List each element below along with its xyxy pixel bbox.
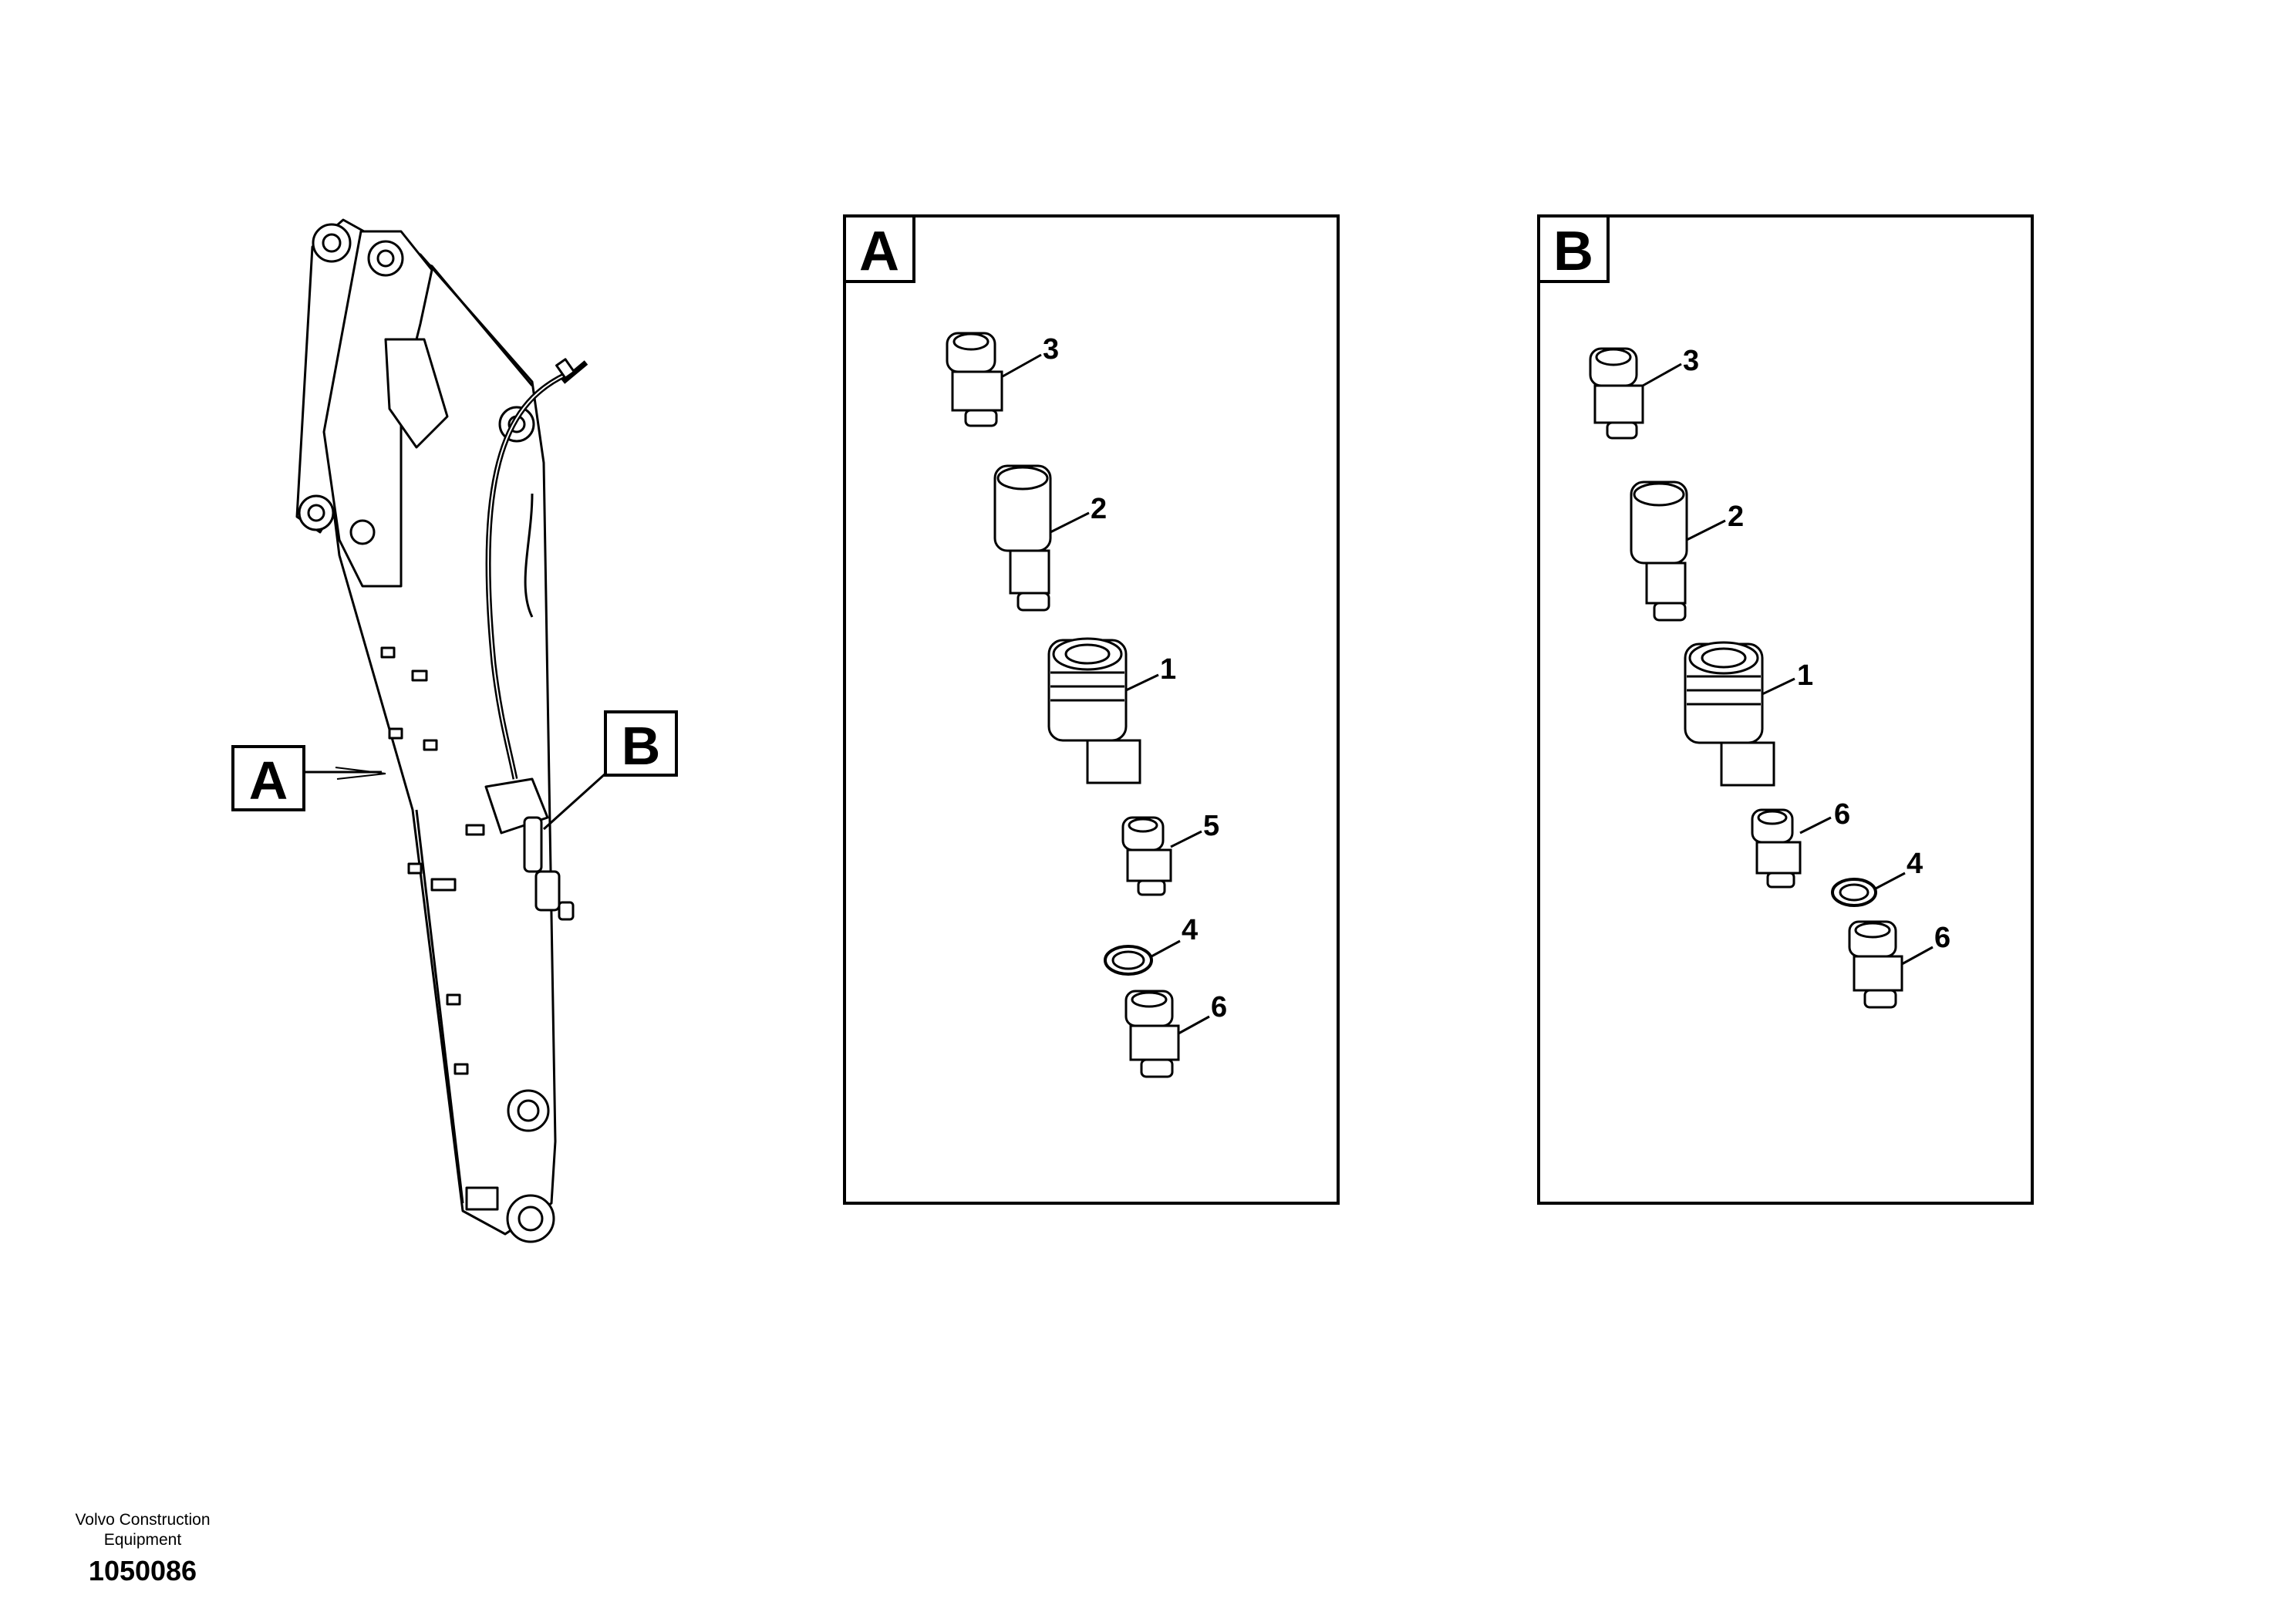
union-nipple-icon [1589, 347, 1644, 440]
part-number: 4 [1182, 914, 1198, 946]
company-name: Volvo Construction Equipment [31, 1510, 255, 1550]
drawing-number: 1050086 [88, 1555, 197, 1587]
part-number: 6 [1211, 991, 1227, 1023]
part-number: 6 [1934, 922, 1950, 954]
detail-box-b: B [1537, 214, 2034, 1205]
part-number: 1 [1797, 659, 1813, 692]
detail-box-a-leaders [1002, 353, 1210, 1035]
union-nipple-icon [946, 332, 1003, 427]
excavator-arm-drawing [295, 218, 588, 1243]
detail-box-a-letter: A [859, 221, 899, 282]
quick-coupling-icon [1684, 641, 1775, 787]
part-number: 2 [1728, 501, 1744, 533]
detail-box-b-letter: B [1553, 221, 1593, 282]
part-number: 4 [1907, 848, 1923, 880]
union-nipple-icon [1121, 816, 1172, 896]
company-name-line1: Volvo Construction [75, 1511, 211, 1529]
callout-b-label: B [622, 716, 661, 776]
detail-box-a: A [843, 214, 1340, 1205]
o-ring-icon [1831, 878, 1877, 907]
detail-box-b-leaders [1642, 363, 1934, 966]
quick-coupling-icon [1047, 637, 1141, 784]
company-name-line2: Equipment [103, 1531, 182, 1549]
adapter-icon [993, 464, 1052, 612]
adapter-icon [1630, 481, 1688, 622]
part-number: 3 [1043, 333, 1059, 366]
union-nipple-icon [1124, 990, 1180, 1078]
part-number: 2 [1091, 493, 1107, 525]
union-nipple-icon [1848, 920, 1903, 1009]
part-number: 1 [1160, 653, 1176, 686]
o-ring-icon [1104, 945, 1153, 976]
part-number: 6 [1834, 798, 1850, 831]
leader-lines [305, 767, 607, 831]
callout-a: A [231, 745, 305, 811]
callout-a-label: A [249, 750, 288, 811]
callout-b: B [604, 710, 678, 777]
part-number: 5 [1203, 810, 1219, 842]
part-number: 3 [1683, 345, 1699, 377]
union-nipple-icon [1751, 808, 1802, 889]
